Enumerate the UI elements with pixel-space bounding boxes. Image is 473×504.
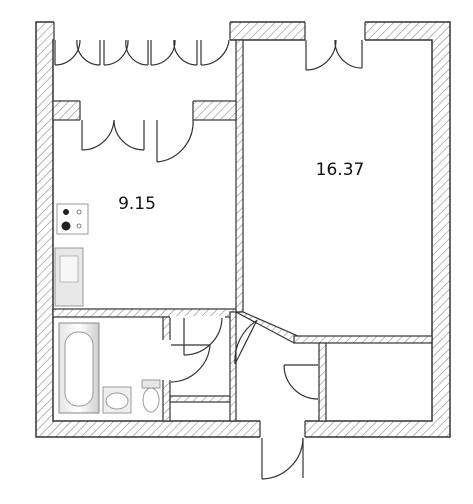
wardrobe-doors (54, 39, 230, 66)
toilet-icon (141, 379, 161, 413)
kitchen-sink-icon (54, 247, 84, 307)
washbasin-icon (102, 386, 132, 414)
stove-icon (56, 203, 89, 235)
room-area-kitchen: 9.15 (118, 194, 156, 214)
bathtub-icon (58, 322, 100, 414)
large-room-door (305, 39, 363, 71)
door-openings (54, 21, 365, 438)
kitchen-doors (81, 119, 194, 163)
bathroom-doors (170, 317, 319, 480)
interior-walls (52, 39, 433, 422)
opening-edges (53, 22, 366, 437)
room-area-large: 16.37 (316, 160, 365, 180)
